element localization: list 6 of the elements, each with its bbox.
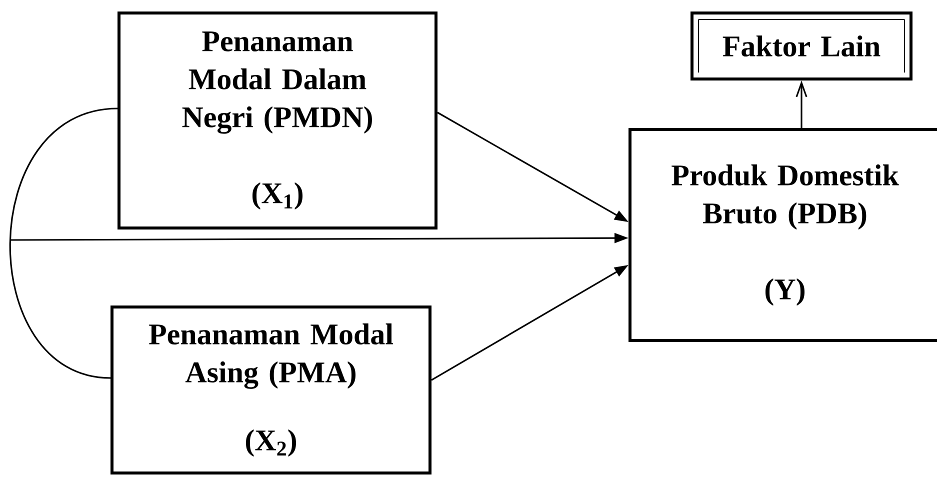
- variable-box: Penanaman Modal Asing (PMA) (X$_{2}$): [110, 306, 432, 474]
- arrow: [796, 80, 808, 128]
- factor-box: Faktor Lain: [690, 12, 912, 80]
- connector-curve: [9, 108, 118, 379]
- variable-box: Produk Domestik Bruto (PDB) (Y): [628, 128, 937, 342]
- variable-box: Penanaman Modal Dalam Negri (PMDN) (X$_{1}$): [118, 12, 438, 230]
